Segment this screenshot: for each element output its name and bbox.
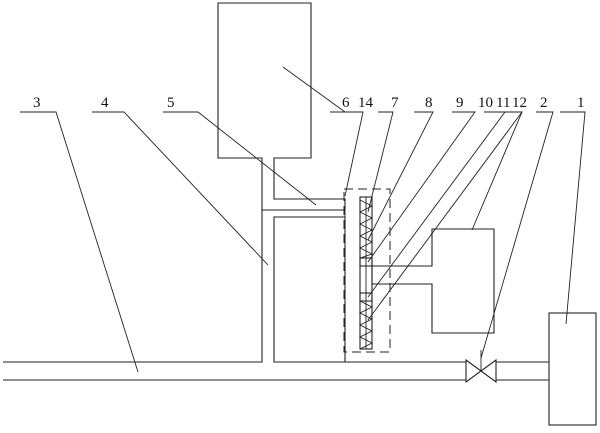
label-4: 4 bbox=[101, 95, 109, 111]
right-tank bbox=[548, 312, 597, 426]
label-10: 10 bbox=[478, 95, 493, 111]
leader-lines bbox=[20, 66, 586, 373]
valve bbox=[465, 350, 497, 384]
upper-tank bbox=[217, 2, 346, 211]
side-box bbox=[371, 228, 495, 334]
label-6: 6 bbox=[342, 95, 350, 111]
right-pipe bbox=[496, 361, 549, 381]
label-8: 8 bbox=[425, 95, 433, 111]
label-9: 9 bbox=[456, 95, 464, 111]
label-7: 7 bbox=[391, 95, 399, 111]
filter-column bbox=[358, 196, 374, 350]
label-3: 3 bbox=[33, 95, 41, 111]
label-11: 11 bbox=[496, 95, 510, 111]
dashed-enclosure bbox=[343, 188, 391, 353]
main-pipe-top bbox=[3, 210, 263, 363]
label-12: 12 bbox=[512, 95, 527, 111]
label-2: 2 bbox=[540, 95, 548, 111]
label-5: 5 bbox=[167, 95, 175, 111]
middle-chamber bbox=[273, 216, 346, 363]
label-1: 1 bbox=[577, 95, 585, 111]
label-14: 14 bbox=[358, 95, 374, 111]
